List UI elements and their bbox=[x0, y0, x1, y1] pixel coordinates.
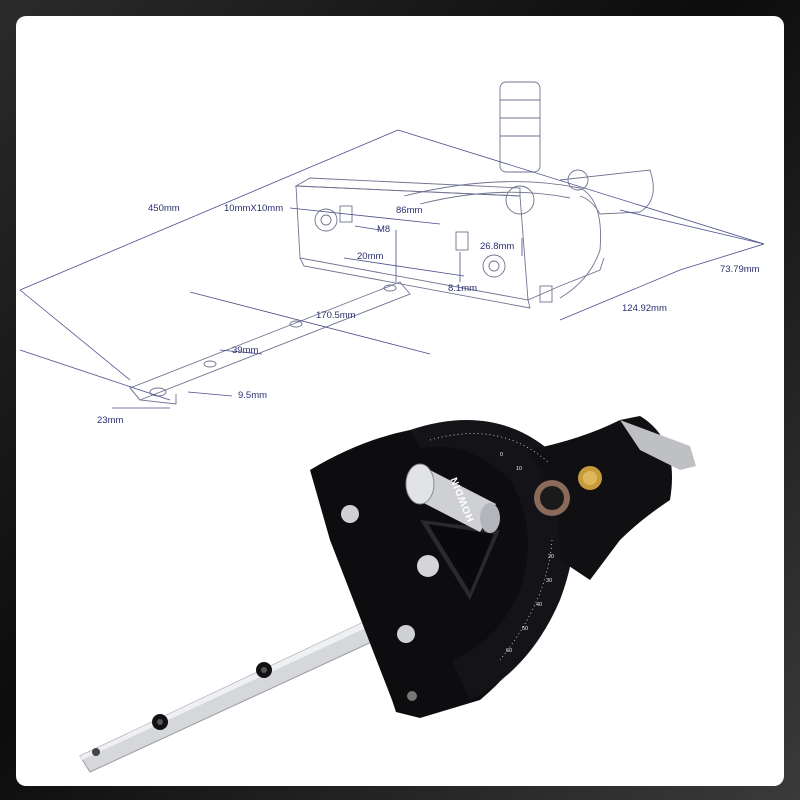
dimension-labels: 450mm 10mmX10mm 86mm M8 26.8mm 20mm 8.1m… bbox=[97, 203, 760, 426]
dim-thread: M8 bbox=[377, 224, 390, 235]
scale-label-5: 50 bbox=[522, 626, 528, 632]
dim-head-width: 73.79mm bbox=[720, 264, 760, 275]
dim-bolt-size: 10mmX10mm bbox=[224, 203, 283, 214]
dim-fence-offset: 20mm bbox=[357, 251, 383, 262]
dim-bolt-gap: 8.1mm bbox=[448, 283, 477, 294]
scale-label-3: 30 bbox=[546, 578, 552, 584]
dim-bar-width: 23mm bbox=[97, 415, 123, 426]
dim-slot-pitch: 39mm bbox=[232, 345, 258, 356]
dim-bar-length: 170.5mm bbox=[316, 310, 356, 321]
product-image-card: 450mm 10mmX10mm 86mm M8 26.8mm 20mm 8.1m… bbox=[16, 16, 784, 786]
scale-label-4: 40 bbox=[536, 602, 542, 608]
scale-label-2: 20 bbox=[548, 554, 554, 560]
sketch-outline bbox=[129, 81, 654, 405]
scale-label-6: 60 bbox=[506, 648, 512, 654]
technical-drawing: 450mm 10mmX10mm 86mm M8 26.8mm 20mm 8.1m… bbox=[19, 81, 765, 773]
dimension-lines bbox=[19, 129, 765, 409]
scale-label-0: 0 bbox=[500, 452, 503, 458]
dim-slot-height: 26.8mm bbox=[480, 241, 514, 252]
dim-bar-thickness: 9.5mm bbox=[238, 390, 267, 401]
product-photo: 0 10 20 30 40 50 60 HOWDIN bbox=[79, 416, 696, 773]
dim-head-depth: 124.92mm bbox=[622, 303, 667, 314]
dim-hole-span: 86mm bbox=[396, 205, 422, 216]
dim-overall-length: 450mm bbox=[148, 203, 180, 214]
scale-label-1: 10 bbox=[516, 466, 522, 472]
